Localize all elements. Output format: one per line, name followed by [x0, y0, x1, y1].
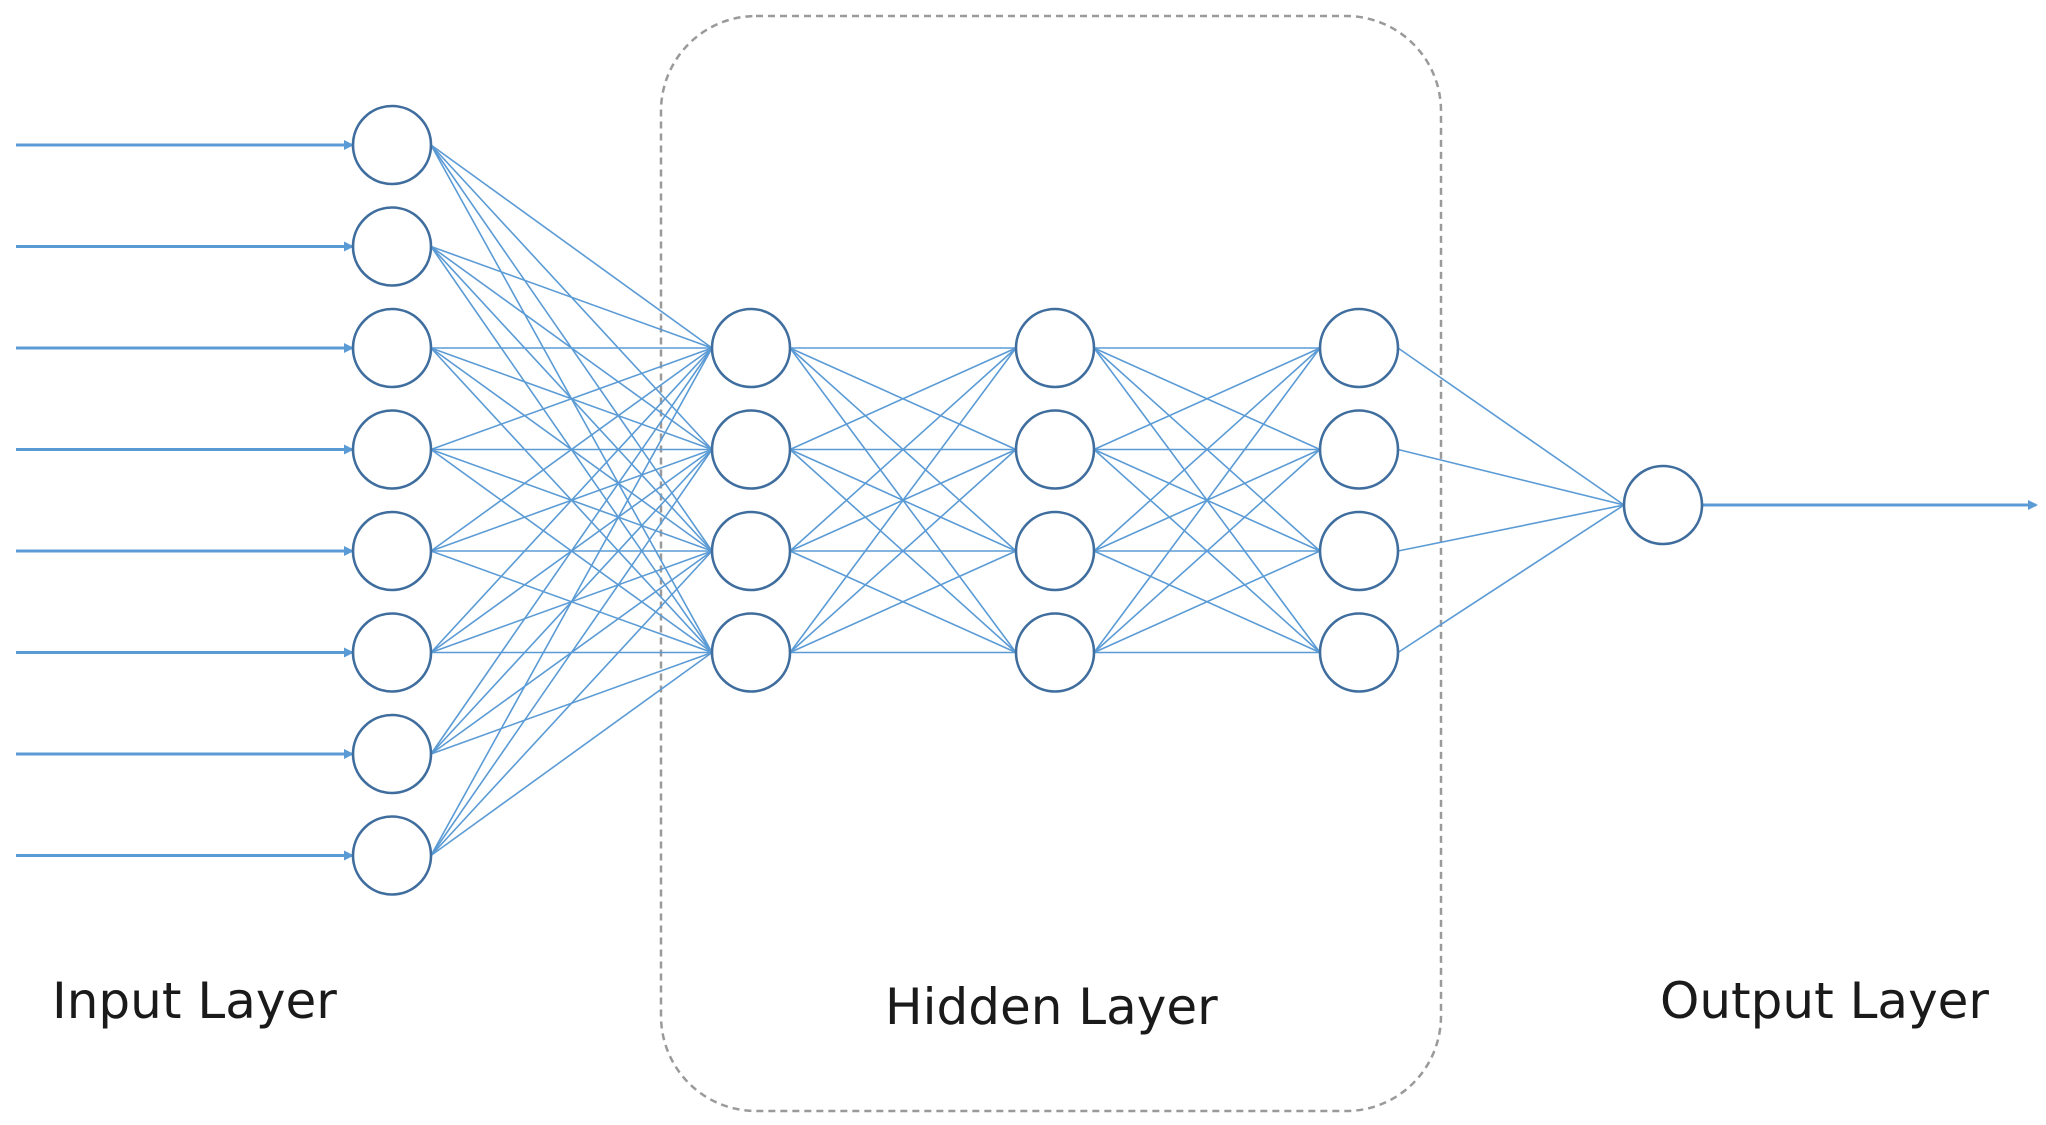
hidden-layer-box [659, 14, 1443, 1113]
connection-line [1093, 448, 1321, 654]
input-node-6 [351, 612, 433, 693]
input-node-2 [351, 206, 433, 287]
hidden-1-node-4 [710, 612, 792, 693]
input-node-5 [351, 510, 433, 592]
connection-line [430, 347, 713, 552]
connection-line [430, 449, 713, 856]
connection-line [430, 347, 713, 451]
hidden-3-node-1 [1318, 307, 1400, 389]
input-node-8 [351, 815, 433, 896]
hidden-1-node-3 [710, 510, 792, 592]
connection-line [430, 651, 713, 857]
hidden-3-node-2 [1318, 409, 1400, 490]
connection-line [430, 347, 713, 755]
input-node-4 [351, 409, 433, 490]
connection-line [789, 347, 1017, 552]
connection-line [430, 245, 713, 349]
input-layer-label: Input Layer [52, 972, 337, 1030]
hidden-2-node-2 [1014, 409, 1096, 490]
hidden-3-node-4 [1318, 612, 1400, 693]
connection-line [430, 347, 713, 654]
connection-line [1093, 347, 1321, 552]
connection-line [789, 550, 1017, 654]
input-node-1 [351, 104, 433, 186]
connection-line [1397, 504, 1625, 552]
connection-line [1397, 448, 1625, 506]
connection-line [1397, 504, 1625, 654]
hidden-2-node-1 [1014, 307, 1096, 389]
connection-line [789, 347, 1017, 451]
hidden-2-node-3 [1014, 510, 1096, 592]
output-layer-label: Output Layer [1660, 972, 1989, 1030]
connection-line [430, 144, 713, 349]
connection-line [1093, 347, 1321, 653]
hidden-layer-label: Hidden Layer [885, 978, 1218, 1036]
output-node-1 [1622, 464, 1704, 546]
nodes-group [351, 104, 1704, 896]
connection-line [789, 448, 1017, 654]
connections-group [430, 144, 1625, 857]
connection-line [789, 347, 1017, 653]
connection-line [430, 347, 713, 856]
connection-line [1397, 347, 1625, 506]
connection-line [1093, 347, 1321, 451]
connection-line [430, 550, 713, 857]
hidden-3-node-3 [1318, 510, 1400, 592]
hidden-2-node-4 [1014, 612, 1096, 693]
input-node-7 [351, 713, 433, 795]
arrows-group [16, 140, 2038, 861]
connection-line [1093, 550, 1321, 654]
hidden-1-node-2 [710, 409, 792, 490]
input-node-3 [351, 307, 433, 389]
hidden-1-node-1 [710, 307, 792, 389]
